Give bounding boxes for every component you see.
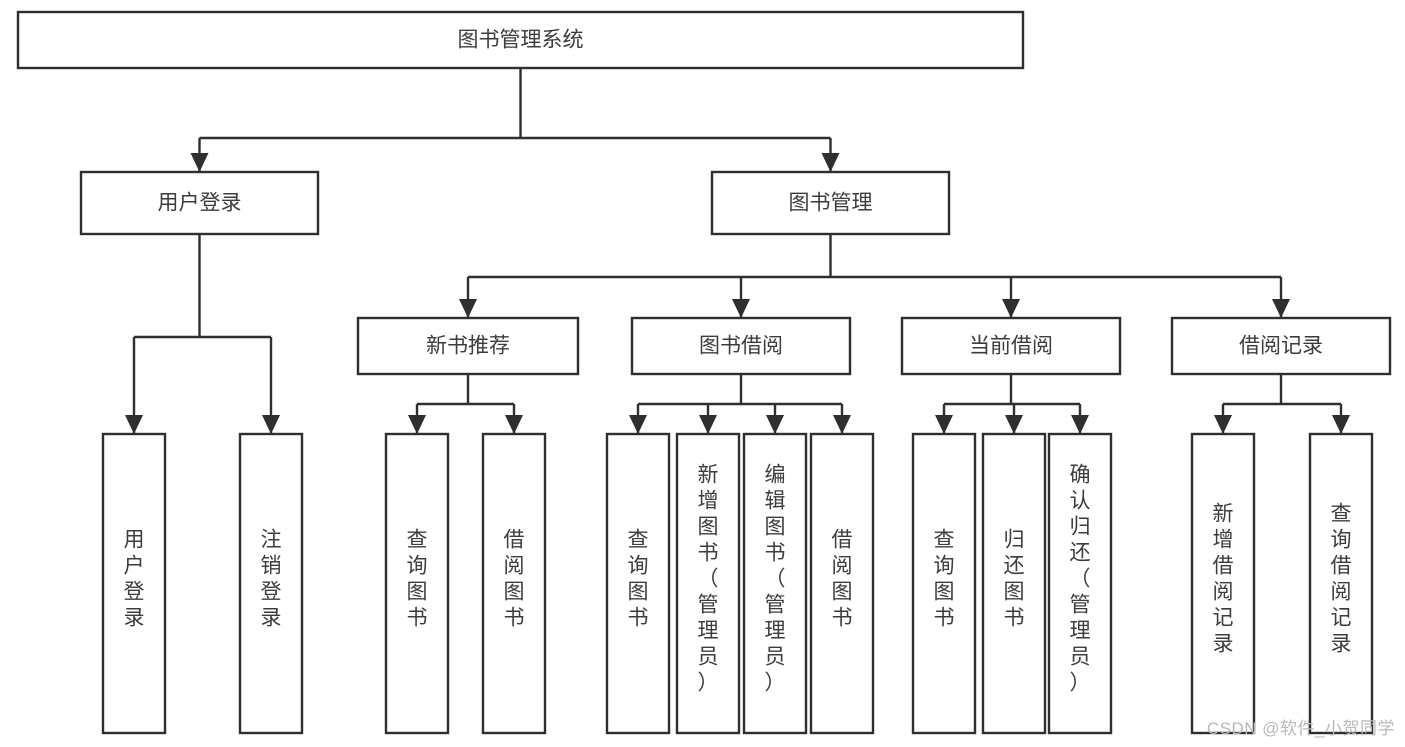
node-label: 图书借阅 bbox=[699, 335, 783, 358]
node-leaf-query-books-current[interactable]: 查询图书 bbox=[911, 432, 977, 735]
arrow-head-icon bbox=[1002, 299, 1020, 318]
node-root[interactable]: 图书管理系统 bbox=[16, 10, 1025, 70]
watermark-text: CSDN @软件_小贺同学 bbox=[1206, 719, 1395, 738]
arrow-head-icon bbox=[699, 415, 717, 434]
node-box[interactable] bbox=[630, 316, 852, 376]
arrow-head-icon bbox=[1005, 415, 1023, 434]
node-box[interactable] bbox=[605, 432, 671, 735]
node-label: 查询图书 bbox=[934, 529, 955, 630]
node-label: 归还图书 bbox=[1004, 529, 1025, 630]
arrow-head-icon bbox=[766, 415, 784, 434]
node-label: 查询图书 bbox=[628, 529, 649, 630]
node-box[interactable] bbox=[481, 432, 547, 735]
node-layer: 图书管理系统用户登录图书管理新书推荐图书借阅当前借阅借阅记录用户登录注销登录查询… bbox=[16, 10, 1392, 735]
node-leaf-logout[interactable]: 注销登录 bbox=[238, 432, 304, 735]
node-box[interactable] bbox=[809, 432, 875, 735]
node-box[interactable] bbox=[1190, 432, 1256, 735]
node-label: 图书管理 bbox=[789, 192, 873, 215]
arrow-head-icon bbox=[190, 153, 209, 172]
node-label: 查询图书 bbox=[407, 529, 428, 630]
node-box[interactable] bbox=[981, 432, 1047, 735]
node-leaf-query-books-borrow[interactable]: 查询图书 bbox=[605, 432, 671, 735]
node-leaf-query-borrow-record[interactable]: 查询借阅记录 bbox=[1308, 432, 1374, 735]
node-box[interactable] bbox=[16, 10, 1025, 70]
node-box[interactable] bbox=[384, 432, 450, 735]
node-label: 新书推荐 bbox=[426, 335, 510, 358]
node-box[interactable] bbox=[900, 316, 1122, 376]
node-leaf-return-books[interactable]: 归还图书 bbox=[981, 432, 1047, 735]
node-label: 新增借阅记录 bbox=[1213, 503, 1234, 656]
node-leaf-borrow-books-borrow[interactable]: 借阅图书 bbox=[809, 432, 875, 735]
node-leaf-add-borrow-record[interactable]: 新增借阅记录 bbox=[1190, 432, 1256, 735]
node-new-book-recommend[interactable]: 新书推荐 bbox=[356, 316, 580, 376]
node-leaf-edit-book-admin[interactable]: 编辑图书（管理员） bbox=[742, 432, 808, 735]
arrow-head-icon bbox=[833, 415, 851, 434]
node-box[interactable] bbox=[675, 432, 741, 735]
node-leaf-borrow-books-recommend[interactable]: 借阅图书 bbox=[481, 432, 547, 735]
node-borrow-records[interactable]: 借阅记录 bbox=[1170, 316, 1392, 376]
node-box[interactable] bbox=[911, 432, 977, 735]
node-box[interactable] bbox=[356, 316, 580, 376]
node-box[interactable] bbox=[710, 170, 951, 236]
node-leaf-add-book-admin[interactable]: 新增图书（管理员） bbox=[675, 432, 741, 735]
node-box[interactable] bbox=[1170, 316, 1392, 376]
connector-layer bbox=[125, 68, 1350, 434]
arrow-head-icon bbox=[1332, 415, 1350, 434]
node-label: 注销登录 bbox=[261, 529, 282, 630]
node-label: 编辑图书（管理员） bbox=[765, 464, 786, 695]
node-user-login[interactable]: 用户登录 bbox=[79, 170, 320, 236]
node-box[interactable] bbox=[101, 432, 167, 735]
arrow-head-icon bbox=[1071, 415, 1089, 434]
node-label: 借阅记录 bbox=[1239, 335, 1323, 358]
node-current-borrow[interactable]: 当前借阅 bbox=[900, 316, 1122, 376]
arrow-head-icon bbox=[505, 415, 523, 434]
node-label: 确认归还（管理员） bbox=[1070, 464, 1091, 695]
node-box[interactable] bbox=[238, 432, 304, 735]
node-box[interactable] bbox=[1308, 432, 1374, 735]
node-label: 用户登录 bbox=[158, 192, 242, 215]
arrow-head-icon bbox=[629, 415, 647, 434]
node-leaf-user-login[interactable]: 用户登录 bbox=[101, 432, 167, 735]
node-label: 图书管理系统 bbox=[458, 29, 584, 52]
arrow-head-icon bbox=[935, 415, 953, 434]
node-box[interactable] bbox=[742, 432, 808, 735]
arrow-head-icon bbox=[732, 299, 750, 318]
node-label: 新增图书（管理员） bbox=[698, 464, 719, 695]
arrow-head-icon bbox=[1214, 415, 1232, 434]
node-label: 查询借阅记录 bbox=[1331, 503, 1352, 656]
node-book-borrow[interactable]: 图书借阅 bbox=[630, 316, 852, 376]
arrow-head-icon bbox=[408, 415, 426, 434]
arrow-head-icon bbox=[821, 153, 840, 172]
arrow-head-icon bbox=[262, 415, 280, 434]
node-box[interactable] bbox=[1047, 432, 1113, 735]
node-label: 当前借阅 bbox=[969, 335, 1053, 358]
node-label: 用户登录 bbox=[124, 529, 145, 630]
arrow-head-icon bbox=[125, 415, 143, 434]
arrow-head-icon bbox=[1272, 299, 1290, 318]
node-box[interactable] bbox=[79, 170, 320, 236]
node-leaf-confirm-return-admin[interactable]: 确认归还（管理员） bbox=[1047, 432, 1113, 735]
node-label: 借阅图书 bbox=[832, 529, 853, 630]
node-label: 借阅图书 bbox=[504, 529, 525, 630]
node-book-management[interactable]: 图书管理 bbox=[710, 170, 951, 236]
arrow-head-icon bbox=[459, 299, 477, 318]
node-leaf-query-books-recommend[interactable]: 查询图书 bbox=[384, 432, 450, 735]
